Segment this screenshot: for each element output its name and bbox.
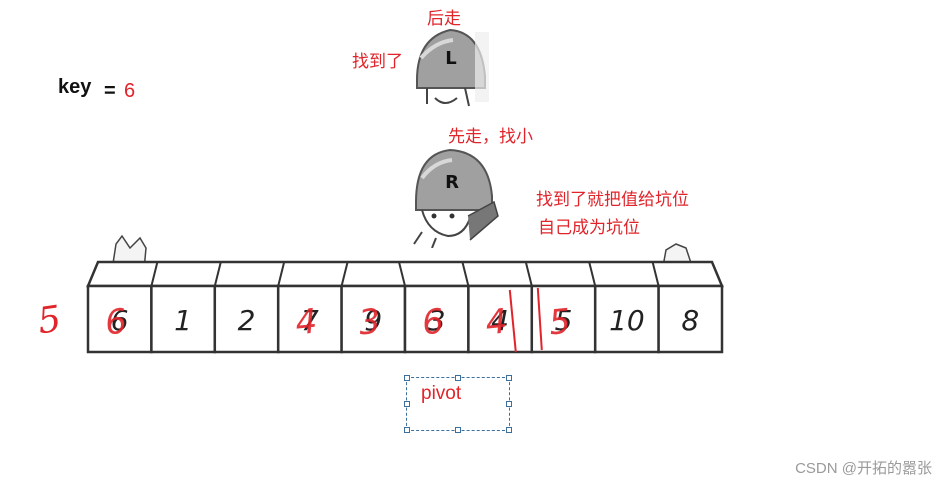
array-cell-value: 1	[174, 304, 192, 337]
watermark: CSDN @开拓的嚣张	[795, 457, 932, 478]
array-cell-value: 8	[681, 304, 699, 337]
resize-handle-bm[interactable]	[455, 427, 461, 433]
array-cell-handwritten: 4	[293, 301, 319, 343]
pivot-box[interactable]: pivot	[406, 377, 510, 431]
array-cell-handwritten: 6	[103, 301, 129, 343]
pivot-label: pivot	[421, 383, 461, 405]
resize-handle-tm[interactable]	[455, 375, 461, 381]
array-cell-handwritten: 4	[484, 301, 510, 343]
resize-handle-bl[interactable]	[404, 427, 410, 433]
array-cell-handwritten: 5	[547, 301, 573, 343]
array-cell-handwritten: 6	[420, 301, 446, 343]
resize-handle-br[interactable]	[506, 427, 512, 433]
array-cell-value: 2	[238, 304, 256, 337]
resize-handle-ml[interactable]	[404, 401, 410, 407]
array-cell-handwritten: 3	[357, 301, 383, 343]
resize-handle-tr[interactable]	[506, 375, 512, 381]
array-cell-value: 10	[609, 304, 645, 337]
resize-handle-mr[interactable]	[506, 401, 512, 407]
resize-handle-tl[interactable]	[404, 375, 410, 381]
